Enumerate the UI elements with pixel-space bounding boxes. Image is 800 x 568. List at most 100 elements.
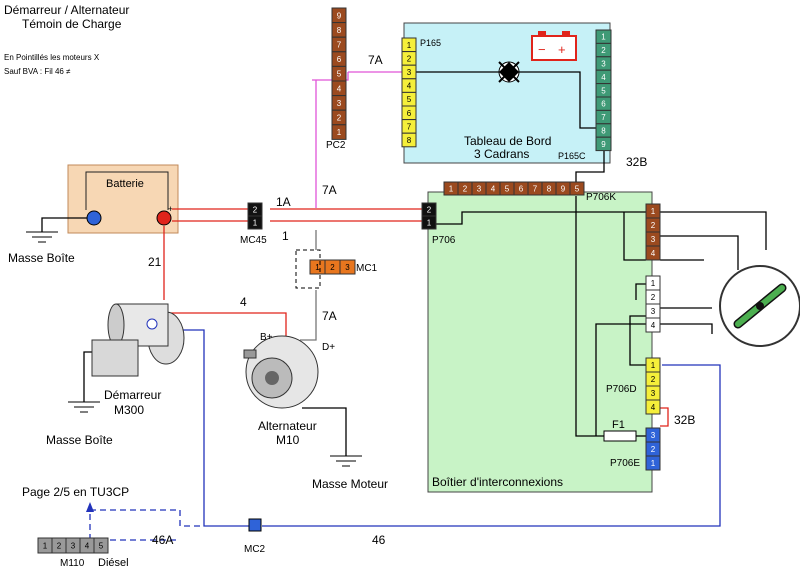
pin-number: 3: [651, 307, 656, 316]
pin-number: 2: [253, 206, 258, 215]
pin-number: 1: [315, 263, 320, 272]
wire-ign-feed-2: [660, 235, 739, 270]
wire-32b-top: [575, 146, 605, 182]
p706e-label: P706E: [610, 458, 640, 469]
starter-motor-icon: [91, 303, 185, 377]
masse-boite-1: Masse Boîte: [8, 251, 75, 265]
masse-boite-2: Masse Boîte: [46, 433, 113, 447]
pin-number: 1: [601, 33, 606, 42]
p165c-label: P165C: [558, 151, 586, 161]
pin-number: 3: [71, 542, 76, 551]
battery-label: Batterie: [106, 178, 144, 190]
pin-number: 2: [330, 263, 335, 272]
battery-positive-terminal: [156, 210, 172, 226]
pin-number: 8: [547, 185, 552, 194]
pin-number: 7: [601, 113, 606, 122]
pin-number: 1: [407, 41, 412, 50]
pin-number: 3: [345, 263, 350, 272]
p706d-label: P706D: [606, 384, 637, 395]
battery-negative-terminal: [86, 210, 102, 226]
wire-white-d: [595, 283, 646, 436]
wire-7a-mid-label: 7A: [322, 183, 337, 197]
pin-number: 4: [651, 403, 656, 412]
pin-number: 2: [651, 445, 656, 454]
pin-number: 1: [651, 361, 656, 370]
connector-mc45: 21: [247, 202, 263, 230]
pin-number: 2: [427, 206, 432, 215]
pin-number: 4: [407, 82, 412, 91]
pin-cell: [645, 245, 661, 261]
p706k-label: P706K: [586, 192, 616, 203]
wire-46a-dashed: [89, 509, 204, 540]
wire-7a-low-label: 7A: [322, 309, 337, 323]
wire-bsi-32b: [575, 196, 604, 437]
ground-icon: [68, 401, 100, 413]
mc45-label: MC45: [240, 235, 267, 246]
alternator-icon: [243, 335, 319, 409]
pin-number: 4: [651, 321, 656, 330]
page-ref-link[interactable]: Page 2/5 en TU3CP: [22, 485, 129, 499]
note-dotted: En Pointillés les moteurs X: [4, 53, 100, 62]
wire-bsi-brown: [623, 212, 646, 261]
pin-number: 5: [99, 542, 104, 551]
pin-number: 1: [449, 185, 454, 194]
pin-cell: [339, 259, 356, 275]
wire-white-d2: [629, 315, 646, 366]
wire-7a-top-label: 7A: [368, 53, 383, 67]
wire-4-red: [156, 312, 287, 342]
pin-number: 6: [407, 109, 412, 118]
pin-cell: [401, 132, 417, 148]
starter-name: Démarreur: [104, 388, 161, 402]
warning-lamp-icon: [498, 61, 520, 83]
wire-7a-gray: [300, 230, 317, 341]
pin-number: 2: [337, 114, 342, 123]
diesel-label: Diésel: [98, 557, 129, 568]
pin-number: 2: [601, 46, 606, 55]
wire-dash-lamp-out: [518, 71, 596, 129]
pin-number: 4: [601, 73, 606, 82]
pin-number: 2: [463, 185, 468, 194]
wire-ign-feed-1: [660, 211, 767, 250]
pin-number: 1: [651, 279, 656, 288]
wire-alt-ground: [302, 407, 347, 456]
pin-number: 3: [651, 235, 656, 244]
p165-label: P165: [420, 38, 441, 48]
pin-cell: [569, 181, 585, 196]
wire-battery-ground: [41, 217, 88, 232]
pin-cell: [93, 537, 109, 554]
pin-number: 4: [337, 84, 342, 93]
wiring: [41, 71, 767, 541]
wire-32b-right-label: 32B: [674, 413, 695, 427]
pin-number: 5: [337, 70, 342, 79]
alternator-code: M10: [276, 433, 300, 447]
pin-number: 1: [43, 542, 48, 551]
battery-icon: [85, 171, 169, 210]
ignition-switch-icon[interactable]: [719, 265, 800, 347]
alternator-name: Alternateur: [258, 419, 317, 433]
pin-number: 5: [407, 95, 412, 104]
mc2-label: MC2: [244, 544, 266, 555]
pin-number: 1: [651, 459, 656, 468]
ground-icon: [26, 231, 58, 243]
pin-number: 2: [651, 221, 656, 230]
pin-number: 2: [651, 375, 656, 384]
wire-46-label: 46: [372, 533, 386, 547]
pin-number: 5: [601, 86, 606, 95]
pin-number: 6: [337, 55, 342, 64]
pin-number: 9: [601, 140, 606, 149]
pin-number: 5: [575, 185, 580, 194]
wire-bsi-1: [436, 211, 646, 225]
pin-number: 1: [253, 219, 258, 228]
battery-plus-label: +: [168, 204, 173, 214]
connector-p706e: 321: [645, 427, 661, 471]
title-line-2: Témoin de Charge: [22, 17, 122, 31]
wire-32b-red-loop: [660, 407, 669, 427]
